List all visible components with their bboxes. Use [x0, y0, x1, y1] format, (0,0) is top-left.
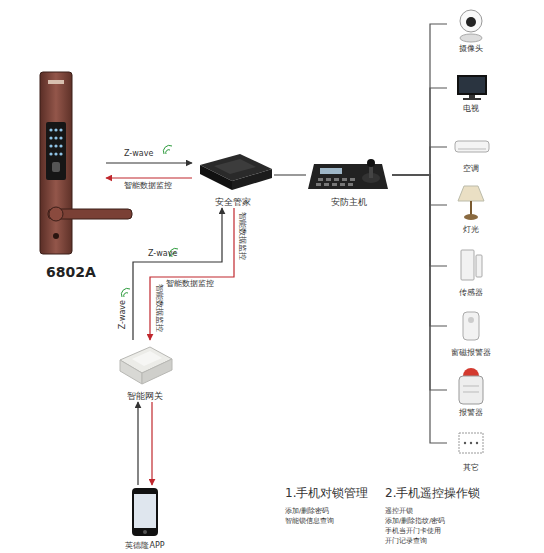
signal-label: Z-wave [119, 300, 128, 329]
node-label: 其它 [463, 464, 479, 473]
wifi-symbols [121, 145, 178, 297]
connector [392, 175, 447, 443]
connector [150, 208, 234, 340]
connector [392, 175, 447, 326]
security-host-illustration [308, 159, 388, 189]
sensor-illustration [461, 250, 482, 280]
lock-node: 6802A [36, 68, 106, 280]
feature-item: 手机当开门卡使用 [385, 528, 441, 535]
connector [392, 24, 447, 175]
window-alarm-illustration [463, 312, 479, 340]
connector [274, 174, 306, 175]
node-label: 安防主机 [331, 198, 367, 208]
lamp-illustration [458, 186, 484, 220]
edge-label: 智能数据监控 [166, 280, 214, 289]
connector [137, 402, 138, 485]
device-node: 灯光 [447, 183, 495, 235]
node-label: 摄像头 [459, 45, 483, 54]
device-node: 摄像头 [447, 6, 495, 54]
signal-label: 智能数据监控 [154, 284, 163, 332]
ac-illustration [455, 141, 489, 152]
camera-illustration [460, 10, 482, 42]
node-label: 安全管家 [215, 198, 251, 208]
device-node: 其它 [447, 431, 495, 473]
device-node: 电视 [447, 72, 495, 114]
connector [133, 208, 222, 340]
device-node: 安防主机 [306, 150, 392, 208]
device-node: 窗磁报警器 [447, 310, 495, 358]
security-keeper-illustration [200, 154, 272, 190]
tv-illustration [457, 75, 487, 100]
device-node: 传感器 [447, 248, 495, 298]
app-node: 英德隆APP [112, 485, 178, 551]
phone-illustration [132, 488, 158, 536]
node-label: 空调 [463, 165, 479, 174]
feature-item: 智能锁信息查询 [285, 518, 334, 525]
alarm-illustration [459, 368, 483, 404]
feature-item: 开门记录查询 [385, 538, 427, 545]
edge-label: 智能数据监控 [124, 182, 172, 191]
feature-item: 添加/删除密码 [285, 508, 329, 515]
connector [392, 147, 447, 175]
node-label: 电视 [463, 105, 479, 114]
node-label: 传感器 [459, 289, 483, 298]
other-illustration [459, 433, 483, 453]
edge-label: Z-wave [124, 150, 153, 159]
signal-label: 智能数据监控 [237, 212, 246, 260]
node-label: 灯光 [463, 226, 479, 235]
feature-item: 添加/删除指纹/密码 [385, 518, 445, 525]
device-node: 智能网关 [110, 340, 180, 402]
connector [106, 177, 192, 178]
connector [392, 175, 447, 390]
connector [392, 175, 447, 266]
node-label: 英德隆APP [125, 542, 164, 551]
device-node: 报警器 [447, 368, 495, 418]
device-node: 空调 [447, 138, 495, 174]
node-label: 窗磁报警器 [451, 349, 491, 358]
node-label: 报警器 [459, 409, 483, 418]
connector [106, 162, 192, 163]
connector [392, 175, 447, 205]
gateway-illustration [120, 347, 172, 384]
connector [392, 88, 447, 175]
connector [151, 402, 152, 485]
node-label: 6802A [46, 265, 96, 280]
feature-item: 遥控开锁 [385, 508, 413, 515]
edge-label: Z-wave [148, 250, 177, 259]
feature-heading: 2.手机遥控操作锁 [385, 487, 480, 500]
device-node: 安全管家 [192, 150, 274, 208]
feature-heading: 1.手机对锁管理 [285, 487, 368, 500]
node-label: 智能网关 [127, 392, 163, 402]
